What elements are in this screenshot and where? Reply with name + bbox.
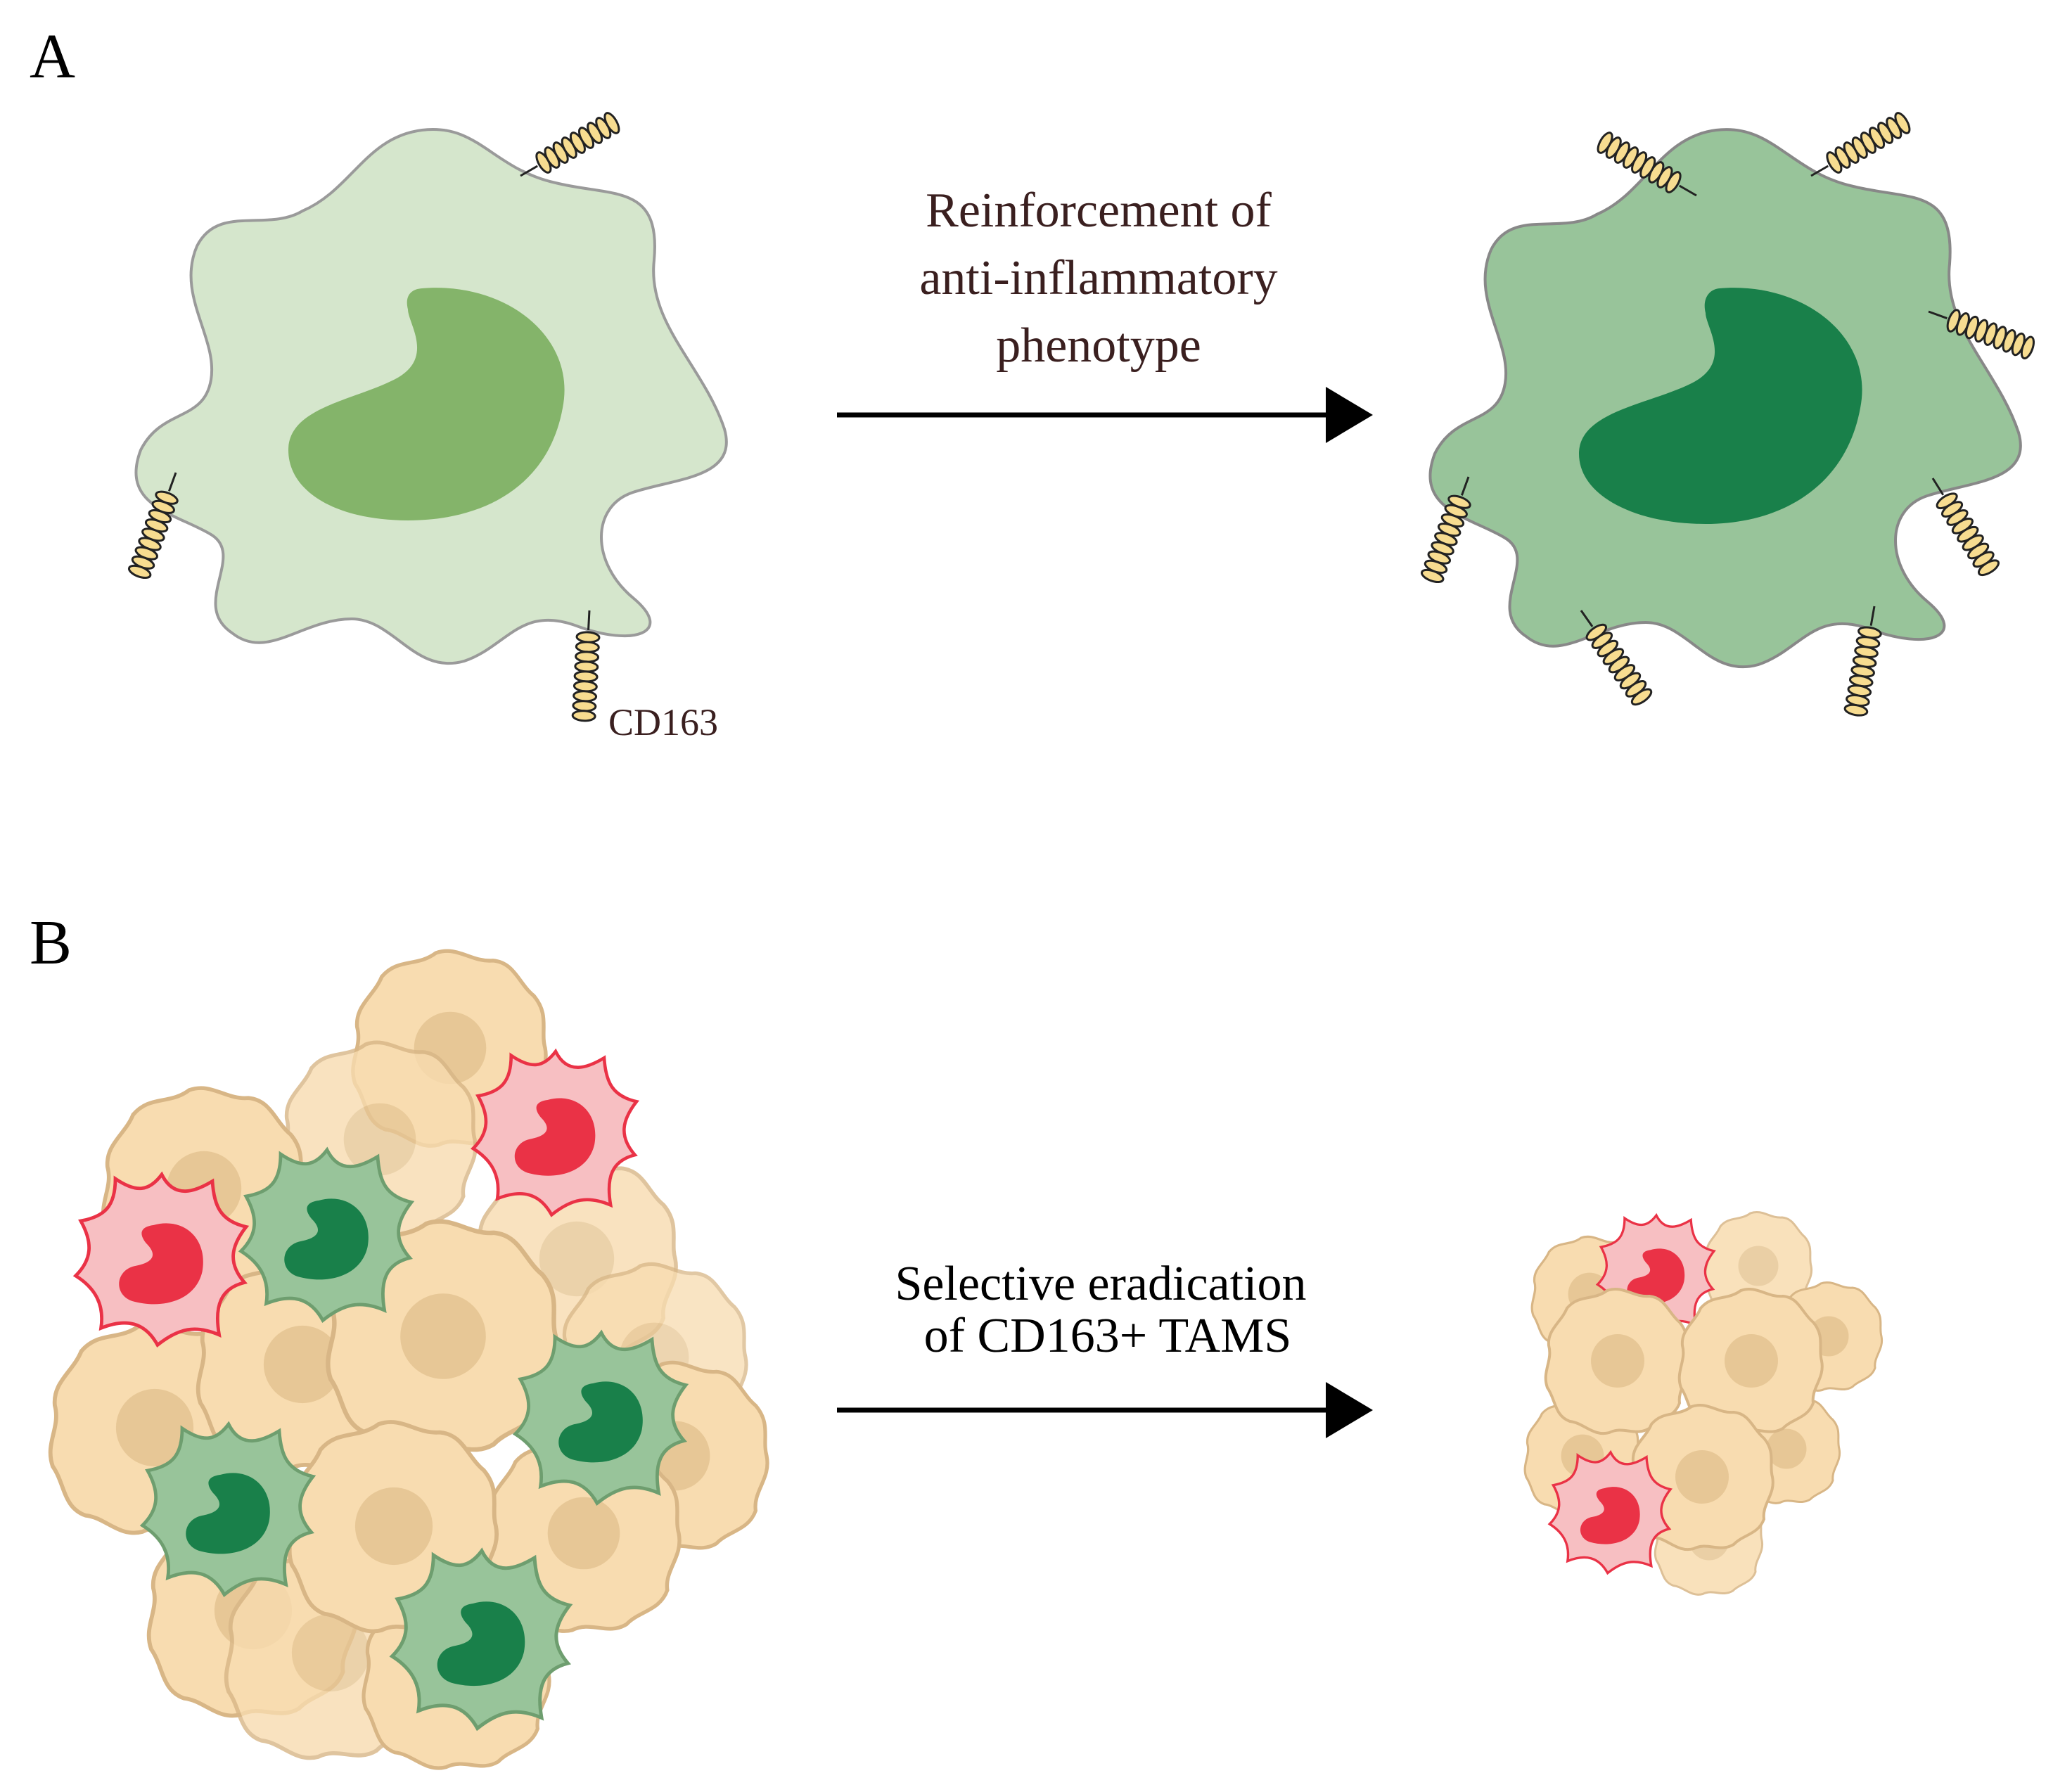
arrow-b-label: Selective eradication of CD163+ TAMS <box>895 1257 1307 1363</box>
cd163-label: CD163 <box>608 701 718 743</box>
arrow-a-icon <box>837 387 1373 443</box>
arrow-b-icon <box>837 1382 1373 1438</box>
arrow-b-label-line1: Selective eradication <box>895 1257 1307 1311</box>
macrophage-dark-icon <box>1428 128 2022 669</box>
arrow-b-label-line2: of CD163+ TAMS <box>924 1309 1292 1363</box>
tumor-cell-icon <box>1544 1287 1690 1435</box>
tumor-cluster-small <box>1523 1210 1884 1596</box>
panel-a-letter: A <box>30 22 75 91</box>
arrow-a-label-line1: Reinforcement of <box>926 184 1272 238</box>
arrow-a-label-line3: phenotype <box>996 319 1201 373</box>
arrow-a-label: Reinforcement of anti-inflammatory pheno… <box>919 184 1277 373</box>
arrow-a-label-line2: anti-inflammatory <box>919 251 1277 305</box>
macrophage-light-icon <box>134 127 728 665</box>
panel-b-letter: B <box>30 908 72 978</box>
tumor-cluster-large <box>51 951 767 1768</box>
